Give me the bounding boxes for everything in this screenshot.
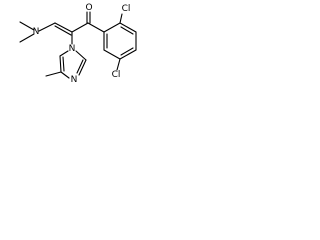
imidazole-n1-c2-bond: [75, 50, 87, 61]
vinyl-amine-bond: [38, 22, 56, 32]
phenyl-c4-c5-inner-bond: [120, 47, 134, 56]
imidazole-c2-n3-bond-a: [78, 59, 87, 76]
para-chlorine-label: Cl: [112, 70, 121, 80]
imidazole-c4-c5-bond-a: [59, 55, 62, 73]
enamine-double-bond-b: [54, 25, 72, 36]
amine-nitrogen-label: N: [33, 27, 40, 37]
phenyl-c1-c2-bond: [103, 22, 121, 33]
imidazole-nitrogen-3-label: N: [71, 75, 78, 85]
phenyl-c5-c6-bond: [103, 49, 121, 60]
imidazole-n3-c4-bond: [60, 71, 70, 79]
phenyl-c2-c3-bond: [119, 22, 137, 33]
phenyl-c2-c3-inner-bond: [120, 26, 134, 35]
carbonyl-alpha-bond: [71, 22, 89, 33]
n-methyl-up-bond: [19, 21, 35, 31]
imidazole-nitrogen-1-label: N: [69, 44, 76, 54]
imidazole-c2-n3-bond-b: [76, 59, 84, 74]
atom-label-layer: O N N N Cl Cl: [33, 3, 131, 85]
molecule-structure-diagram: O N N N Cl Cl: [19, 3, 137, 85]
bond-layer: [19, 11, 137, 79]
n-methyl-down-bond: [19, 33, 35, 43]
phenyl-c4-c5-bond: [119, 49, 137, 60]
carbonyl-phenyl-bond: [87, 22, 105, 33]
ortho-chlorine-label: Cl: [122, 4, 131, 14]
para-chlorine-bond: [116, 58, 121, 71]
imidazole-c4-c5-bond-b: [62, 56, 65, 72]
enamine-double-bond-a: [54, 22, 73, 33]
ring-methyl-bond: [45, 71, 62, 77]
ortho-chlorine-bond: [119, 13, 123, 24]
oxygen-label: O: [85, 3, 92, 13]
imidazole-c5-n1-bond: [59, 50, 69, 57]
